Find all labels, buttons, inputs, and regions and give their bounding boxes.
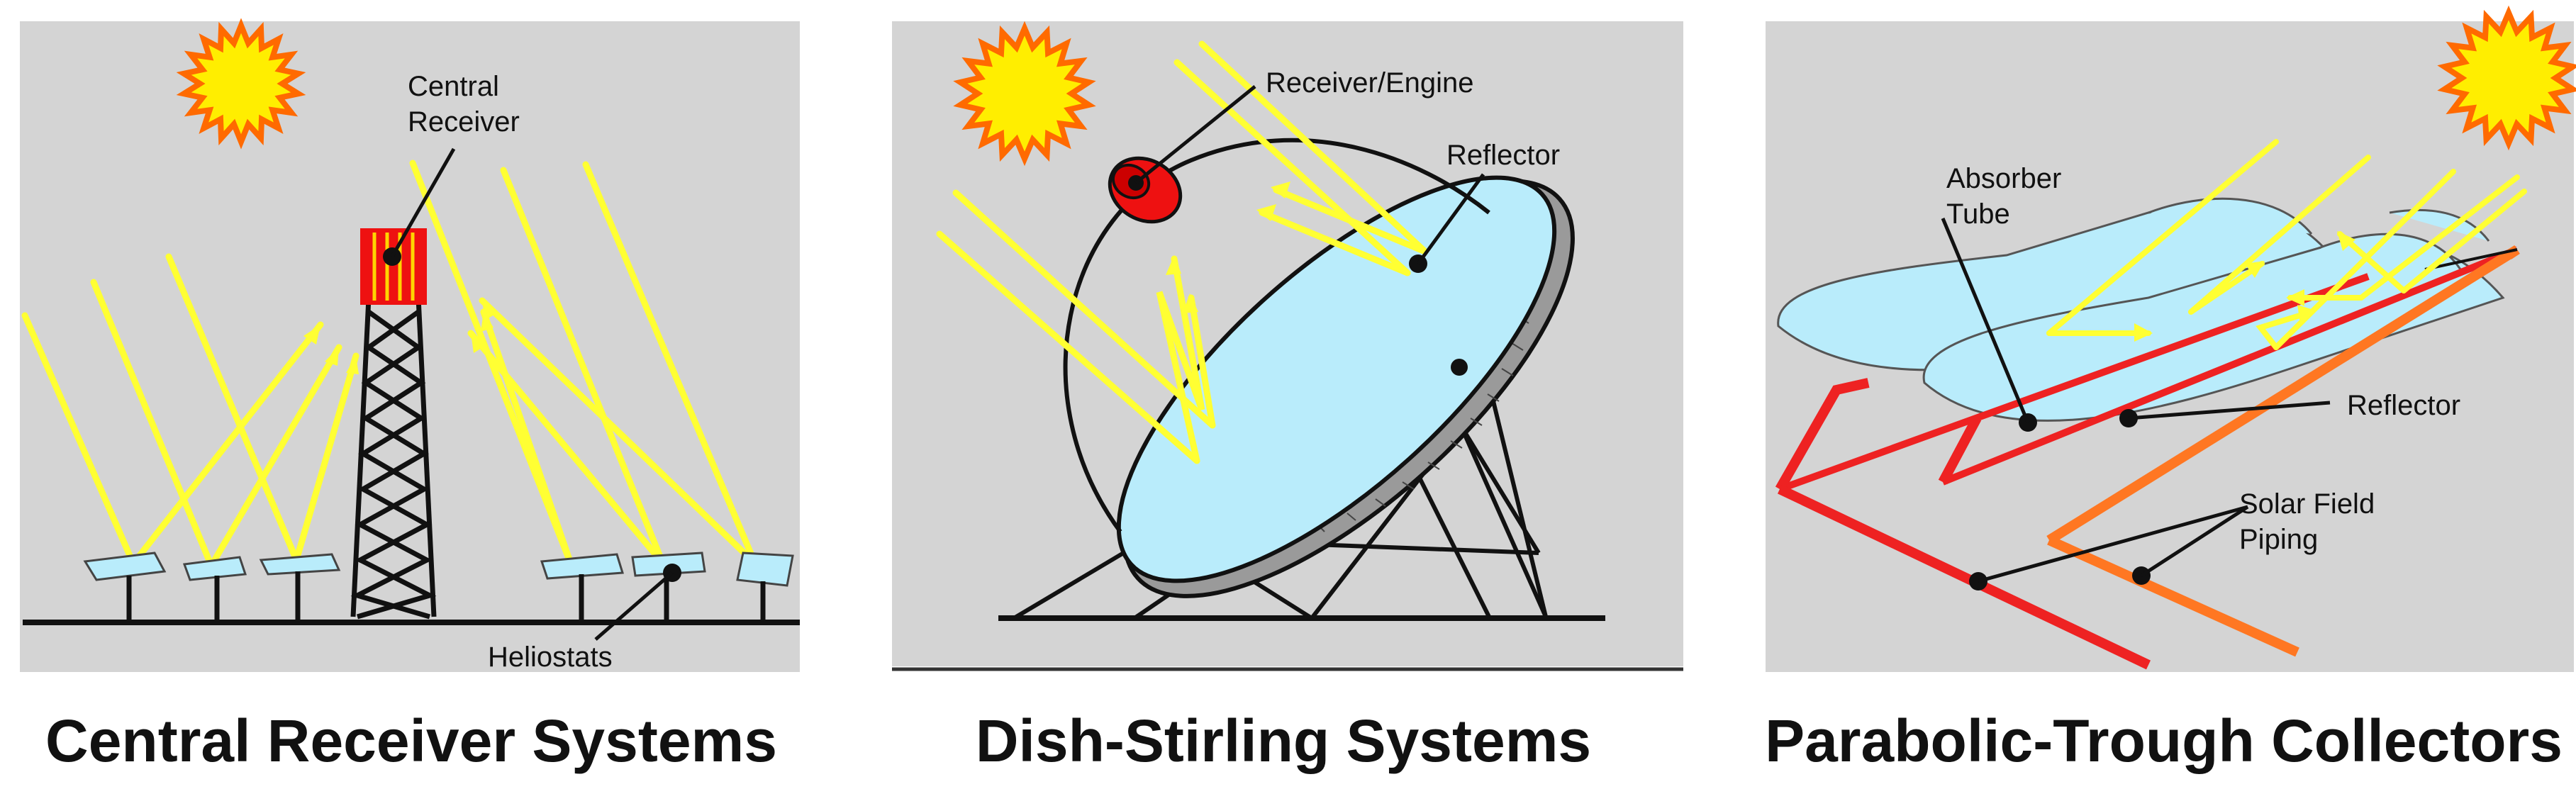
- reflected-rays: [130, 297, 759, 569]
- reflector-leader-line: [1416, 173, 1485, 265]
- incoming-sun-rays: [21, 159, 759, 569]
- label-heliostats: Heliostats: [488, 642, 613, 673]
- sun-icon: [953, 21, 1096, 167]
- reflector-leader-line: [2128, 401, 2331, 420]
- trough-back-frame: [2424, 248, 2518, 271]
- sun-icon: [176, 18, 306, 150]
- label-solar-field: Solar Field: [2239, 488, 2375, 520]
- label-piping: Piping: [2239, 524, 2318, 555]
- caption-dish-stirling: Dish-Stirling Systems: [975, 707, 1592, 774]
- dish-pivot-dot: [1451, 359, 1468, 376]
- label-receiver-engine: Receiver/Engine: [1266, 67, 1474, 99]
- caption-parabolic-trough: Parabolic-Trough Collectors: [1765, 707, 2563, 774]
- incoming-sun-rays: [2046, 139, 2527, 350]
- panel-central-receiver: Central Receiver Heliostats Central Rece…: [0, 0, 823, 806]
- label-tube: Tube: [1946, 198, 2010, 230]
- heliostats-leader-line: [594, 571, 674, 641]
- parabolic-trough-diagram: Absorber Tube Reflector Solar Field Pipi…: [1766, 5, 2576, 672]
- central-receiver: [360, 147, 456, 305]
- reflected-ray-arrowheads: [2134, 231, 2355, 342]
- panel-parabolic-trough: Absorber Tube Reflector Solar Field Pipi…: [1751, 0, 2576, 806]
- heliostats: [83, 552, 794, 587]
- dish-reflector: [1116, 175, 1557, 583]
- central-receiver-diagram: Central Receiver Heliostats: [20, 18, 800, 673]
- label-receiver: Receiver: [408, 106, 520, 138]
- absorber-leader-line: [1941, 218, 2030, 423]
- incoming-sun-rays: [936, 40, 1429, 464]
- reflected-ray-arrowheads: [1166, 181, 1290, 313]
- tower-lattice: [350, 297, 437, 620]
- reflected-ray-arrowheads: [303, 301, 496, 374]
- dish-stirling-diagram: Receiver/Engine Reflector: [892, 21, 1683, 671]
- hot-piping: [1775, 378, 2151, 670]
- piping-leader-line-2: [2140, 505, 2249, 578]
- reflected-rays: [1156, 186, 1429, 464]
- label-reflector: Reflector: [2347, 390, 2460, 421]
- heliostat-posts: [126, 571, 766, 622]
- sun-icon: [2437, 5, 2576, 151]
- label-central: Central: [408, 71, 499, 102]
- label-absorber: Absorber: [1946, 163, 2061, 194]
- piping-leader-line-1: [1978, 505, 2248, 583]
- receiver-engine: [1108, 85, 1256, 224]
- caption-central-receiver: Central Receiver Systems: [45, 707, 777, 774]
- label-reflector: Reflector: [1446, 140, 1560, 171]
- absorber-tubes: [1778, 246, 2519, 493]
- panel-dish-stirling: Receiver/Engine Reflector Dish-Stirling …: [879, 0, 1688, 806]
